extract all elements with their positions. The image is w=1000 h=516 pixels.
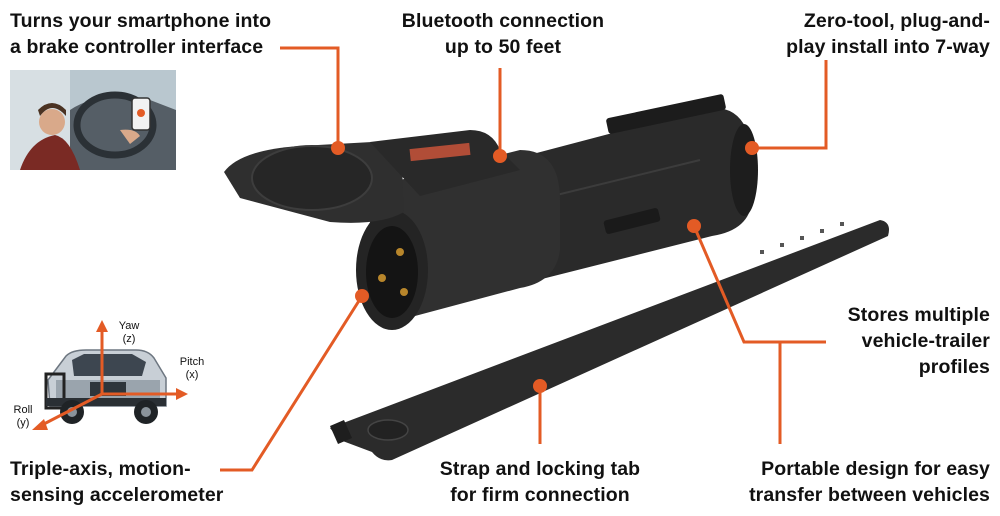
axis-label-roll: Roll (y) xyxy=(8,404,38,430)
pickup-truck-icon xyxy=(32,320,188,430)
endpoint-install xyxy=(745,141,759,155)
callout-bluetooth-line-2: up to 50 feet xyxy=(444,36,562,58)
callout-profiles: Stores multiple vehicle-trailer profiles xyxy=(770,302,990,380)
leader-smartphone xyxy=(280,46,340,148)
callout-portable-line-2: transfer between vehicles xyxy=(749,484,990,506)
callout-install: Zero-tool, plug-and- play install into 7… xyxy=(740,8,990,60)
endpoint-bluetooth xyxy=(493,149,507,163)
phone-photo-graphic xyxy=(10,70,176,170)
callout-strap-line-2: for firm connection xyxy=(450,484,630,506)
endpoint-smartphone xyxy=(331,141,345,155)
axis-label-yaw: Yaw (z) xyxy=(114,320,144,346)
axis-yaw-symbol: (z) xyxy=(122,333,136,345)
callout-portable-line-1: Portable design for easy xyxy=(761,458,990,480)
callout-bluetooth: Bluetooth connection up to 50 feet xyxy=(378,8,628,60)
callout-install-line-2: play install into 7-way xyxy=(786,36,990,58)
endpoint-profiles xyxy=(687,219,701,233)
callout-profiles-line-1: Stores multiple xyxy=(847,304,990,326)
callout-smartphone-line-1: Turns your smartphone into xyxy=(10,10,272,32)
axis-label-pitch: Pitch (x) xyxy=(172,356,212,382)
callout-accelerometer: Triple-axis, motion- sensing acceleromet… xyxy=(10,456,290,508)
axis-pitch-symbol: (x) xyxy=(185,369,199,381)
leader-accelerometer xyxy=(220,295,364,472)
callout-profiles-line-3: profiles xyxy=(918,356,990,378)
strap-locking-tab xyxy=(367,419,409,441)
truck-axes-diagram xyxy=(6,318,218,440)
axis-roll-name: Roll xyxy=(13,404,33,416)
bluetooth-trailer-adapter xyxy=(224,94,758,330)
callout-portable: Portable design for easy transfer betwee… xyxy=(700,456,990,508)
callout-strap: Strap and locking tab for firm connectio… xyxy=(400,456,680,508)
endpoint-accelerometer xyxy=(355,289,369,303)
axis-roll-symbol: (y) xyxy=(16,417,30,429)
leader-install xyxy=(752,60,828,150)
callout-install-line-1: Zero-tool, plug-and- xyxy=(803,10,990,32)
callout-leader-lines xyxy=(220,46,828,472)
callout-profiles-line-2: vehicle-trailer xyxy=(861,330,990,352)
axis-pitch-name: Pitch xyxy=(179,356,205,368)
driver-using-smartphone-photo xyxy=(10,70,176,170)
endpoint-strap xyxy=(533,379,547,393)
callout-smartphone-line-2: a brake controller interface xyxy=(10,36,264,58)
callout-bluetooth-line-1: Bluetooth connection xyxy=(401,10,605,32)
callout-accelerometer-line-1: Triple-axis, motion- xyxy=(10,458,191,480)
callout-accelerometer-line-2: sensing accelerometer xyxy=(10,484,224,506)
leader-endpoints xyxy=(331,141,759,393)
callout-smartphone: Turns your smartphone into a brake contr… xyxy=(10,8,330,60)
callout-strap-line-1: Strap and locking tab xyxy=(439,458,641,480)
axis-yaw-name: Yaw xyxy=(118,320,140,332)
